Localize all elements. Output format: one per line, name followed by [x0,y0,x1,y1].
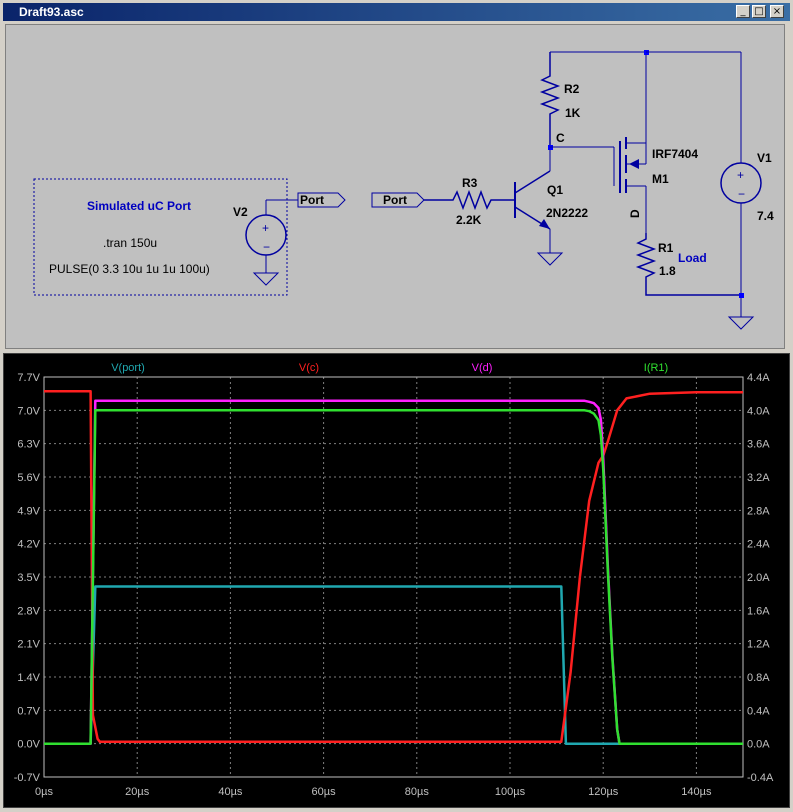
x-tick-label: 120µs [588,786,619,798]
port-flag-out-label: Port [300,193,324,207]
node-d-label: D [628,209,642,218]
r1-name: R1 [658,241,674,255]
x-tick-label: 40µs [218,786,243,798]
r1-resistor[interactable] [635,233,741,296]
y-right-axis-ticks: 4.4A 4.0A 3.6A 3.2A 2.8A 2.4A 2.0A 1.6A 1.2A 0.8A… [747,372,774,784]
y-left-tick-label: 0.7V [17,705,40,717]
y-left-tick-label: 5.6V [17,472,40,484]
port-flag-in[interactable] [371,192,425,208]
y-left-tick-label: 2.8V [17,605,40,617]
y-right-tick-label: 2.4A [747,539,770,551]
svg-text:+: + [262,221,269,235]
y-right-tick-label: 2.8A [747,505,770,517]
port-flag-out[interactable] [297,192,346,208]
plot-grid [44,377,743,777]
port-flag-in-label: Port [383,193,407,207]
r2-name: R2 [564,82,580,96]
r2-resistor[interactable] [539,51,646,147]
v1-name: V1 [757,151,772,165]
y-left-tick-label: 4.9V [17,505,40,517]
y-left-tick-label: 7.0V [17,405,40,417]
x-tick-label: 0µs [35,786,53,798]
y-left-axis-ticks: 7.7V 7.0V 6.3V 5.6V 4.9V 4.2V 3.5V 2.8V 2.1V 1.4V… [14,372,41,784]
trace-label[interactable]: V(port) [111,362,145,374]
v2-source[interactable]: + − [245,199,298,286]
pulse-directive[interactable]: PULSE(0 3.3 10u 1u 1u 100u) [49,262,210,276]
schematic-pane[interactable]: Simulated uC Port .tran 150u PULSE(0 3.3… [5,24,785,349]
maximize-button[interactable]: □ [752,5,766,18]
m1-name: M1 [652,172,669,186]
y-left-tick-label: 4.2V [17,539,40,551]
tran-directive[interactable]: .tran 150u [103,236,157,250]
y-right-tick-label: 4.0A [747,405,770,417]
y-left-tick-label: 1.4V [17,672,40,684]
trace-i-r1[interactable] [44,409,743,745]
x-tick-label: 60µs [312,786,337,798]
v1-source[interactable]: + − [646,51,762,330]
plot-traces [44,390,743,745]
trace-v-c[interactable] [44,390,743,744]
y-left-tick-label: 2.1V [17,639,40,651]
q1-transistor[interactable] [514,147,564,266]
x-tick-label: 140µs [681,786,712,798]
y-right-tick-label: 4.4A [747,372,770,384]
y-right-tick-label: 0.0A [747,739,770,751]
y-right-tick-label: 0.8A [747,672,770,684]
x-tick-label: 80µs [405,786,430,798]
r3-name: R3 [462,176,478,190]
junction-bottom [739,293,744,298]
load-label: Load [678,251,707,265]
window-titlebar[interactable]: Draft93.asc _ □ × [3,3,790,21]
trace-v-d[interactable] [44,399,743,745]
trace-label[interactable]: V(d) [472,362,493,374]
schematic-canvas[interactable]: Simulated uC Port .tran 150u PULSE(0 3.3… [6,25,784,348]
y-left-tick-label: -0.7V [14,772,41,784]
q1-name: Q1 [547,183,563,197]
r3-value: 2.2K [456,213,482,227]
y-right-tick-label: 0.4A [747,705,770,717]
trace-label[interactable]: V(c) [299,362,319,374]
svg-text:−: − [738,187,745,201]
y-right-tick-label: 3.2A [747,472,770,484]
svg-text:−: − [263,240,270,254]
m1-mosfet[interactable] [619,52,647,233]
r2-value: 1K [565,106,581,120]
r1-value: 1.8 [659,264,676,278]
trace-label[interactable]: I(R1) [644,362,668,374]
x-tick-label: 100µs [495,786,526,798]
plot-border [43,376,744,778]
m1-model: IRF7404 [652,147,698,161]
x-tick-label: 20µs [125,786,150,798]
trace-v-port[interactable] [44,585,743,745]
y-right-tick-label: 2.0A [747,572,770,584]
y-right-tick-label: 1.2A [747,639,770,651]
x-axis-ticks: 0µs 20µs 40µs 60µs 80µs 100µs 120µs 140µs [35,786,712,798]
minimize-button[interactable]: _ [736,5,750,18]
v2-name: V2 [233,205,248,219]
window-title: Draft93.asc [19,5,84,19]
q1-model: 2N2222 [546,206,588,220]
trace-labels[interactable]: V(port) V(c) V(d) I(R1) [111,362,668,374]
close-button[interactable]: × [770,5,784,18]
y-right-tick-label: 3.6A [747,439,770,451]
y-left-tick-label: 7.7V [17,372,40,384]
y-left-tick-label: 6.3V [17,439,40,451]
r3-resistor[interactable] [424,189,515,211]
y-left-tick-label: 3.5V [17,572,40,584]
y-left-tick-label: 0.0V [17,739,40,751]
uc-port-box [33,178,288,296]
node-c-label: C [556,131,565,145]
v1-value: 7.4 [757,209,774,223]
uc-port-label: Simulated uC Port [87,199,191,213]
y-right-tick-label: 1.6A [747,605,770,617]
y-right-tick-label: -0.4A [747,772,774,784]
svg-text:+: + [737,168,744,182]
